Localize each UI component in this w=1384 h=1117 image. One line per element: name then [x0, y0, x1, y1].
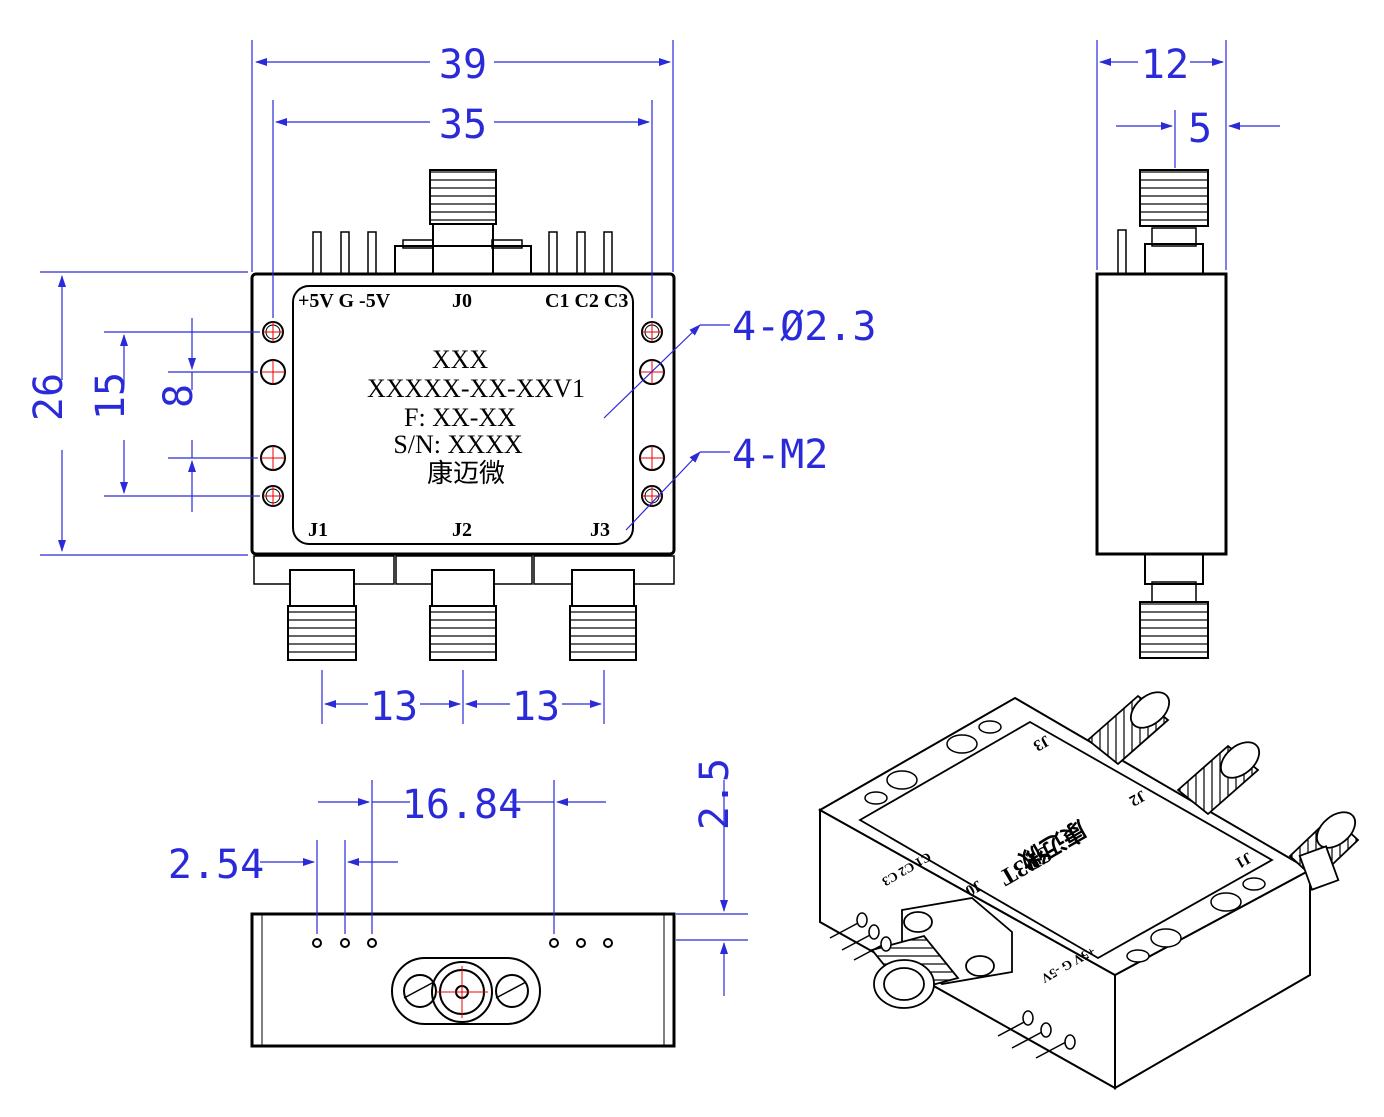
marking-line4: S/N: XXXX — [393, 430, 523, 459]
marking-line1: XXX — [432, 345, 489, 374]
dim-35: 35 — [439, 102, 487, 148]
dim-13-left: 13 — [370, 684, 418, 730]
dim-16-84: 16.84 — [402, 782, 522, 828]
dim-15: 15 — [88, 372, 134, 420]
dim-2-54: 2.54 — [168, 842, 264, 888]
iso-connectors — [1086, 691, 1360, 891]
j0-label: J0 — [452, 290, 472, 312]
callout-hole: 4-Ø2.3 — [732, 304, 877, 350]
dim-5: 5 — [1188, 106, 1212, 152]
iso-pins — [829, 912, 1076, 1059]
j2-label: J2 — [452, 519, 472, 541]
right-pin-labels: C1 C2 C3 — [545, 290, 628, 312]
iso-j2: J2 — [1126, 787, 1148, 810]
bottom-housing — [250, 912, 676, 1048]
dim-13-right: 13 — [512, 684, 560, 730]
marking-line3: F: XX-XX — [404, 403, 516, 432]
dim-39: 39 — [439, 42, 487, 88]
housing-outline — [250, 272, 676, 556]
left-pin-labels: +5V G -5V — [298, 290, 391, 312]
connector-j0 — [394, 169, 532, 275]
label-recess — [292, 285, 634, 545]
dim-26: 26 — [26, 373, 72, 421]
pin-dots — [312, 938, 613, 948]
j1-label: J1 — [308, 519, 328, 541]
iso-j3: J3 — [1030, 732, 1052, 755]
front-view: +5V G -5V J0 C1 C2 C3 J1 J2 J3 XXX XXXXX… — [26, 40, 877, 730]
isometric-view — [817, 691, 1360, 1090]
marking-line5: 康迈微 — [427, 459, 505, 488]
dim-12: 12 — [1141, 42, 1189, 88]
iso-j1: J1 — [1232, 849, 1254, 872]
iso-recess — [858, 720, 1274, 960]
bottom-connectors — [253, 555, 675, 661]
front-dimensions — [40, 40, 730, 724]
iso-front-connector — [870, 897, 1013, 1009]
side-view: 12 5 — [1095, 40, 1280, 659]
callout-thread: 4-M2 — [732, 432, 828, 478]
flange-connector — [391, 957, 541, 1025]
dim-2-5: 2.5 — [692, 758, 738, 830]
bottom-view: 16.84 2.54 2.5 — [168, 758, 748, 1048]
top-pins — [312, 231, 613, 275]
side-housing — [1095, 272, 1228, 556]
mounting-holes — [260, 321, 665, 507]
marking-line2: XXXXX-XX-XXV1 — [367, 374, 585, 403]
j3-label: J3 — [590, 519, 610, 541]
dim-8: 8 — [156, 384, 202, 408]
iso-j0: J0 — [962, 877, 984, 900]
